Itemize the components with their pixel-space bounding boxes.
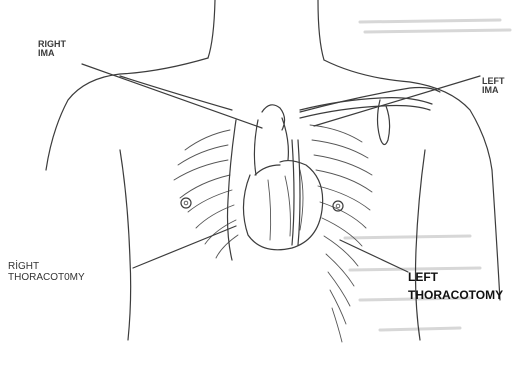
label-right-ima: RIGHT IMA <box>38 40 66 59</box>
ribs-left <box>310 125 372 342</box>
pointer-lines <box>82 64 480 272</box>
label-left-thoracotomy: LEFT THORACOTOMY <box>408 268 503 304</box>
coronary-grafts <box>228 120 301 260</box>
heart <box>243 105 322 250</box>
label-right-thoracotomy: RİGHT THORACOT0MY <box>8 262 85 283</box>
nipples <box>181 198 343 211</box>
label-left-ima: LEFT IMA <box>482 77 505 96</box>
neck-outline <box>208 0 324 60</box>
left-ima-artery <box>300 98 432 145</box>
